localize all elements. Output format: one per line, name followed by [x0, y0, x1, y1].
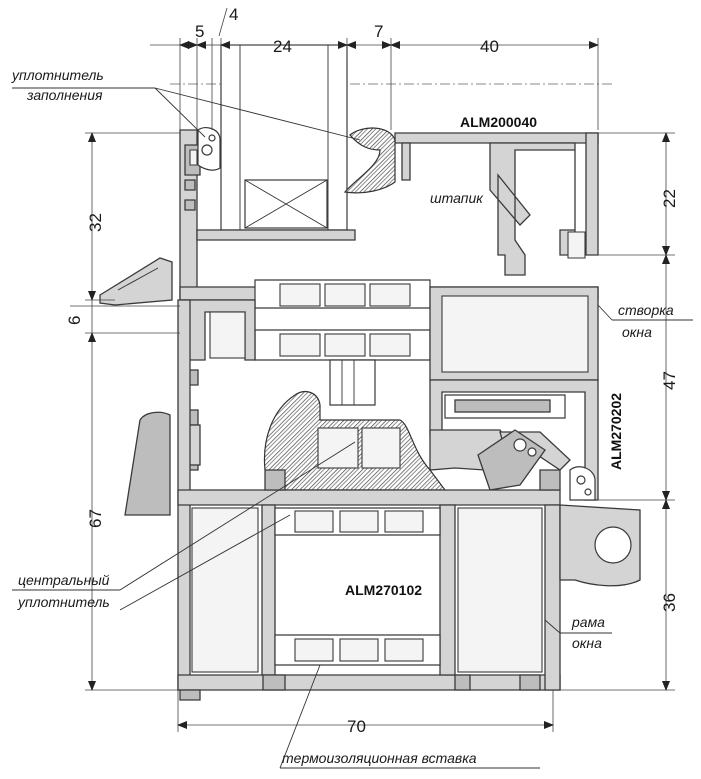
label-frame-1: рама [571, 614, 605, 630]
drip-lip [99, 257, 173, 306]
code-frame-profile: ALM270102 [345, 582, 422, 598]
dim-bottom-70: 70 [347, 717, 366, 736]
label-sash-2: окна [622, 324, 652, 340]
handle-block [124, 411, 171, 516]
label-glazing-seal-2: заполнения [26, 87, 103, 103]
leaders [12, 87, 693, 769]
glazing-seal-left [197, 127, 221, 171]
glazing-seal-right [343, 127, 396, 194]
label-thermal-insert: термоизоляционная вставка [282, 750, 477, 766]
dim-right-36: 36 [660, 593, 679, 612]
dimensions [70, 7, 675, 732]
label-frame-2: окна [572, 635, 602, 651]
label-sash-1: створка [618, 302, 674, 318]
label-central-seal-1: центральный [18, 572, 110, 588]
dim-top-24: 24 [273, 37, 292, 56]
dim-top-7: 7 [374, 22, 383, 41]
dim-top-5: 5 [195, 22, 204, 41]
dim-right-22: 22 [660, 189, 679, 208]
dim-left-67: 67 [86, 509, 105, 528]
sash-profile [429, 286, 599, 501]
upper-thermal-insert [254, 279, 431, 406]
dim-right-47: 47 [660, 371, 679, 390]
dim-left-6: 6 [65, 316, 84, 325]
label-central-seal-2: уплотнитель [17, 594, 110, 610]
dim-top-4: 4 [229, 5, 238, 24]
dim-left-32: 32 [86, 213, 105, 232]
label-glazing-seal-1: уплотнитель [11, 67, 104, 83]
glass-unit [220, 44, 348, 231]
central-seal-chamber-2 [361, 427, 401, 469]
code-sash-profile: ALM270202 [608, 393, 624, 470]
code-top-profile: ALM200040 [460, 114, 537, 130]
dim-top-40: 40 [480, 37, 499, 56]
label-bead: штапик [430, 190, 484, 206]
drip-lip-line [117, 267, 159, 291]
frame-profile [177, 299, 641, 701]
